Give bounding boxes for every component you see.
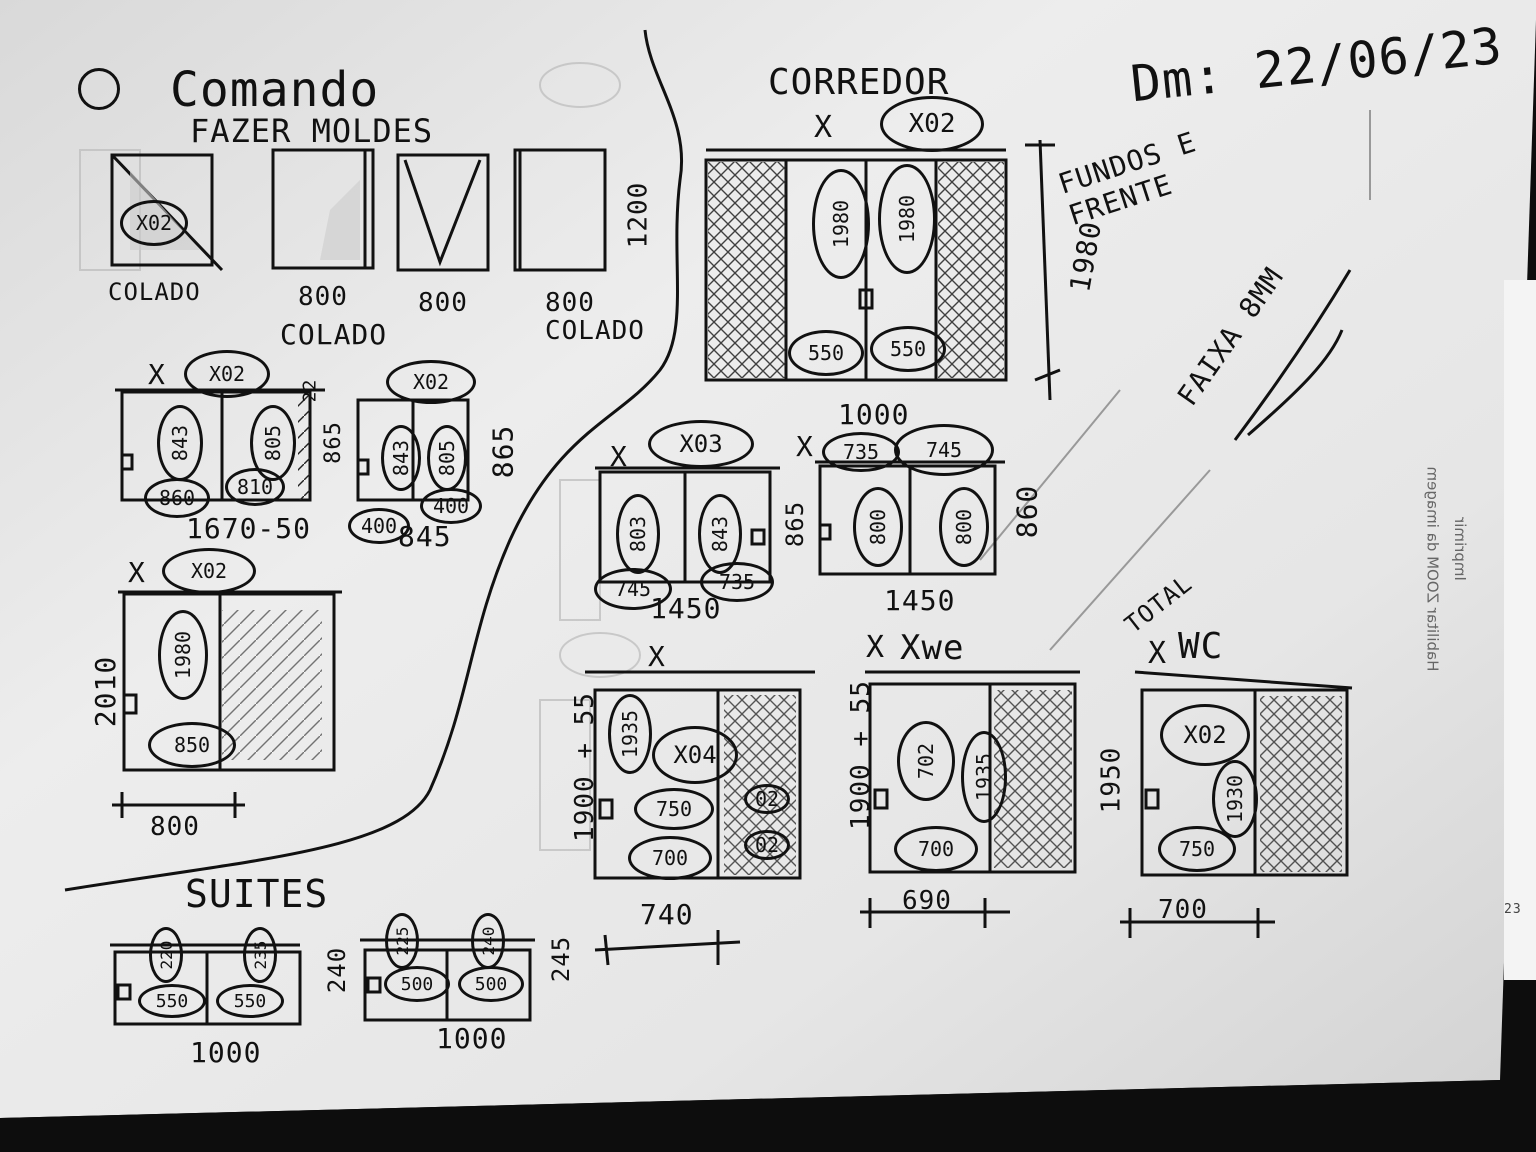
b2-title: Xwe (900, 628, 965, 668)
b3-v2: 750 (1158, 826, 1236, 872)
b1-tag: X04 (652, 726, 738, 784)
corridor-width: 1000 (838, 398, 910, 431)
u3-v1: 1980 (158, 610, 208, 700)
u2-v3: 400 (348, 508, 410, 544)
corridor-mark: X (814, 110, 834, 145)
b1-v5: 02 (744, 830, 790, 860)
xr-mark: X (796, 430, 814, 463)
xr-tag2: 745 (894, 424, 994, 476)
print-label: Imprimir (1450, 517, 1469, 581)
comando-1-bottom: COLADO (108, 278, 201, 306)
background-window-edge (1504, 280, 1536, 980)
corridor-v2: 1980 (878, 164, 936, 274)
s1-v2: 235 (243, 927, 277, 983)
b2-width: 690 (902, 886, 952, 916)
u3-side: 2010 (89, 655, 123, 728)
s2-v4: 500 (458, 966, 524, 1002)
x03-side: 865 (781, 500, 810, 548)
corridor-v3: 550 (788, 330, 864, 376)
corridor-v4: 550 (870, 326, 946, 372)
xr-width: 1450 (884, 584, 956, 617)
suites-label: SUITES (185, 872, 329, 916)
u2-side: 865 (486, 424, 520, 479)
u1-mark: X (148, 358, 166, 391)
u3-v2: 850 (148, 722, 236, 768)
zoom-checkbox-label: Habilitar ZOOM da imagem (1423, 466, 1442, 672)
comando-3-bottom: 800 (418, 288, 468, 318)
b3-title: WC (1178, 626, 1224, 667)
b1-v4: 02 (744, 784, 790, 814)
s1-v1: 220 (149, 927, 183, 983)
background-page-number: 23 (1504, 902, 1522, 917)
u1-side2: 865 (320, 421, 346, 464)
b1-mark: X (648, 640, 666, 673)
page-title: Comando (170, 62, 380, 118)
xr-v1: 800 (853, 487, 903, 567)
b1-width: 740 (640, 898, 694, 931)
u3-mark: X (128, 556, 146, 589)
xr-tag1: 735 (822, 432, 900, 472)
b3-side: 1950 (1096, 746, 1127, 814)
s2-v2: 240 (471, 913, 505, 969)
b2-v3: 700 (894, 826, 978, 872)
b1-v3: 700 (628, 836, 712, 880)
u3-tag: X02 (162, 548, 256, 594)
s2-width: 1000 (436, 1022, 508, 1055)
s2-v1: 225 (385, 913, 419, 969)
comando-4-side: 1200 (623, 181, 654, 249)
s1-width: 1000 (190, 1036, 262, 1069)
b3-tag: X02 (1160, 704, 1250, 766)
u2-width: 845 (398, 520, 452, 553)
x03-v1: 803 (616, 494, 660, 574)
u1-width: 1670-50 (186, 512, 312, 545)
u1-v4: 810 (225, 468, 285, 506)
x03-v3: 745 (594, 568, 672, 610)
s2-side: 245 (547, 935, 576, 983)
b1-v1: 1935 (608, 694, 652, 774)
b3-v1: 1930 (1212, 760, 1258, 838)
u1-v1: 843 (157, 405, 203, 481)
u2-v1: 843 (381, 425, 421, 491)
u2-v4: 400 (420, 488, 482, 524)
b3-width: 700 (1158, 895, 1208, 925)
b1-v2: 750 (634, 788, 714, 830)
x03-mark: X (610, 440, 628, 473)
b2-mark: X (866, 630, 886, 665)
s1-v3: 550 (138, 984, 206, 1018)
corridor-tag: X02 (880, 96, 984, 152)
comando-2-bottom: 800 (298, 282, 348, 312)
x03-width: 1450 (650, 592, 722, 625)
b2-side: 1900 + 55 (845, 680, 876, 830)
comando-icon (78, 68, 120, 110)
u3-width: 800 (150, 812, 200, 842)
xr-v2: 800 (939, 487, 989, 567)
tag-x02-colado: X02 (120, 200, 188, 246)
x03-tag: X03 (648, 420, 754, 468)
u2-tag: X02 (386, 360, 476, 404)
s1-side: 240 (323, 946, 352, 994)
comando-4-bottom: 800 (545, 288, 595, 318)
s1-v4: 550 (216, 984, 284, 1018)
page-subtitle: FAZER MOLDES (190, 112, 434, 150)
comando-2-sub: COLADO (280, 318, 388, 351)
b1-side: 1900 + 55 (569, 692, 600, 842)
u1-tag: X02 (184, 350, 270, 398)
b3-mark: X (1148, 636, 1168, 671)
u2-v2: 805 (427, 425, 467, 491)
s2-v3: 500 (384, 966, 450, 1002)
b2-v2: 1935 (961, 731, 1007, 823)
xr-side: 860 (1010, 484, 1044, 539)
u1-side: 22 (299, 378, 321, 403)
x03-v4: 735 (700, 562, 774, 602)
u1-v3: 860 (144, 478, 210, 518)
b2-v1: 702 (897, 721, 955, 801)
corridor-v1: 1980 (812, 169, 870, 279)
comando-4-sub: COLADO (545, 316, 645, 346)
